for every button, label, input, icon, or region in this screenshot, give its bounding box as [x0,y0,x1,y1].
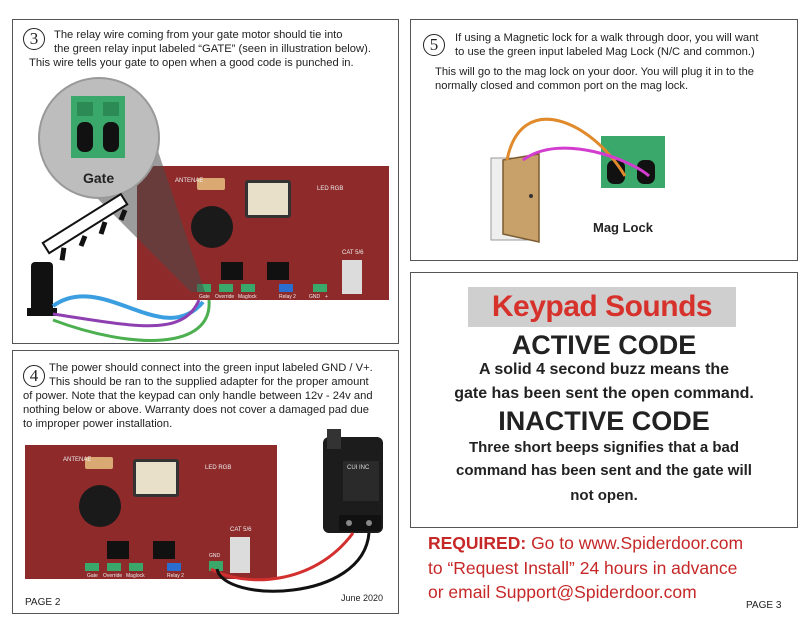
inactive-code-line-2: command has been sent and the gate will [456,462,752,479]
step3-illustration [27,77,211,342]
step4-line-4: nothing below or above. Warranty does no… [23,404,369,416]
black-power-wire [215,532,371,593]
pink-wire [522,146,650,178]
inactive-code-line-1: Three short beeps signifies that a bad [468,439,740,456]
board-maglock-label: Maglock [126,573,145,579]
maglock-label: Mag Lock [593,220,653,235]
board-plus-label: + [325,294,328,300]
step3-line-3: This wire tells your gate to open when a… [29,57,354,69]
black-chip-1 [107,541,129,559]
required-line-3: or email Support@Spiderdoor.com [428,582,697,602]
cat-port [342,260,362,294]
antenna-connector [197,178,225,190]
step3-line-1: The relay wire coming from your gate mot… [54,29,343,41]
override-terminal [219,284,233,292]
door-icon [490,153,540,243]
active-code-line-1: A solid 4 second buzz means the [478,361,730,378]
board-antenae-label: ANTENAE [63,457,92,463]
step5-line-4: normally closed and common port on the m… [435,80,689,92]
step5-number: 5 [423,34,445,56]
step5-line-1: If using a Magnetic lock for a walk thro… [455,32,759,44]
gate-terminal [85,563,99,571]
relay-block [245,180,291,218]
step3-number: 3 [23,28,45,50]
black-chip-1 [221,262,243,280]
step5-line-3: This will go to the mag lock on your doo… [435,66,755,78]
active-code-heading: ACTIVE CODE [511,330,697,360]
buzzer [191,206,233,248]
step3-line-2: the green relay input labeled “GATE” (se… [54,43,371,55]
board-maglock-label: Maglock [238,294,257,300]
required-label: REQUIRED: [428,533,527,553]
power-adapter-icon [323,429,383,533]
inactive-code-heading: INACTIVE CODE [498,406,710,436]
gate-arm-icon [27,192,129,316]
page-2-label: PAGE 2 [25,597,61,608]
board-cat-label: CAT 5/6 [342,250,364,256]
step4-line-2: This should be ran to the supplied adapt… [49,376,369,388]
step3-panel: 3 The relay wire coming from your gate m… [12,19,399,344]
buzzer [79,485,121,527]
board-gate-label: Gate [199,294,210,300]
relay2-terminal [167,563,181,571]
step4-illustration [210,429,383,593]
black-chip-2 [153,541,175,559]
step4-line-1: The power should connect into the green … [49,362,373,374]
step5-illustration [490,117,665,243]
keypad-sounds-title: Keypad Sounds [468,287,736,327]
step4-panel: 4 The power should connect into the gree… [12,350,399,614]
black-chip-2 [267,262,289,280]
override-terminal [107,563,121,571]
board-gnd-label: GND [209,553,221,559]
purple-wire [52,299,201,328]
board-led-label: LED RGB [205,465,232,471]
board-cat-label: CAT 5/6 [230,527,252,533]
required-line-2: to “Request Install” 24 hours in advance [428,558,738,578]
power-terminal [313,284,327,292]
step5-line-2: to use the green input labeled Mag Lock … [455,46,755,58]
board-override-label: Override [215,294,235,300]
blue-wire [51,294,205,320]
step5-panel: 5 If using a Magnetic lock for a walk th… [410,19,798,261]
antenna-connector [85,457,113,469]
maglock-terminal [129,563,143,571]
red-power-wire [210,532,355,582]
adapter-brand: CUI INC [347,465,370,471]
power-terminal [209,561,223,571]
cat-port [230,537,250,573]
zoom-label: Gate [83,170,115,186]
step4-line-5: to improper power installation. [23,418,173,430]
required-link-text: Go to www.Spiderdoor.com [526,533,744,553]
board-relay2-label: Relay 2 [279,294,296,300]
step4-number: 4 [23,365,45,387]
board-gnd-label: GND [309,294,321,300]
board-gate-label: Gate [87,573,98,579]
controller-board-2: ANTENAE LED RGB CAT 5/6 Gate Override Ma… [25,445,277,579]
green-wire [52,299,211,342]
page-3-label: PAGE 3 [746,600,782,611]
maglock-terminal [241,284,255,292]
board-antenae-label: ANTENAE [175,178,204,184]
board-override-label: Override [103,573,123,579]
board-relay2-label: Relay 2 [167,573,184,579]
required-line-1: REQUIRED: Go to www.Spiderdoor.com [428,532,743,554]
gate-terminal [197,284,211,292]
date-label: June 2020 [341,593,384,603]
active-code-line-2: gate has been sent the open command. [454,385,754,402]
board-led-label: LED RGB [317,186,344,192]
relay2-terminal [279,284,293,292]
step4-line-3: of power. Note that the keypad can only … [23,390,373,402]
inactive-code-line-3: not open. [570,487,638,504]
relay-block [133,459,179,497]
